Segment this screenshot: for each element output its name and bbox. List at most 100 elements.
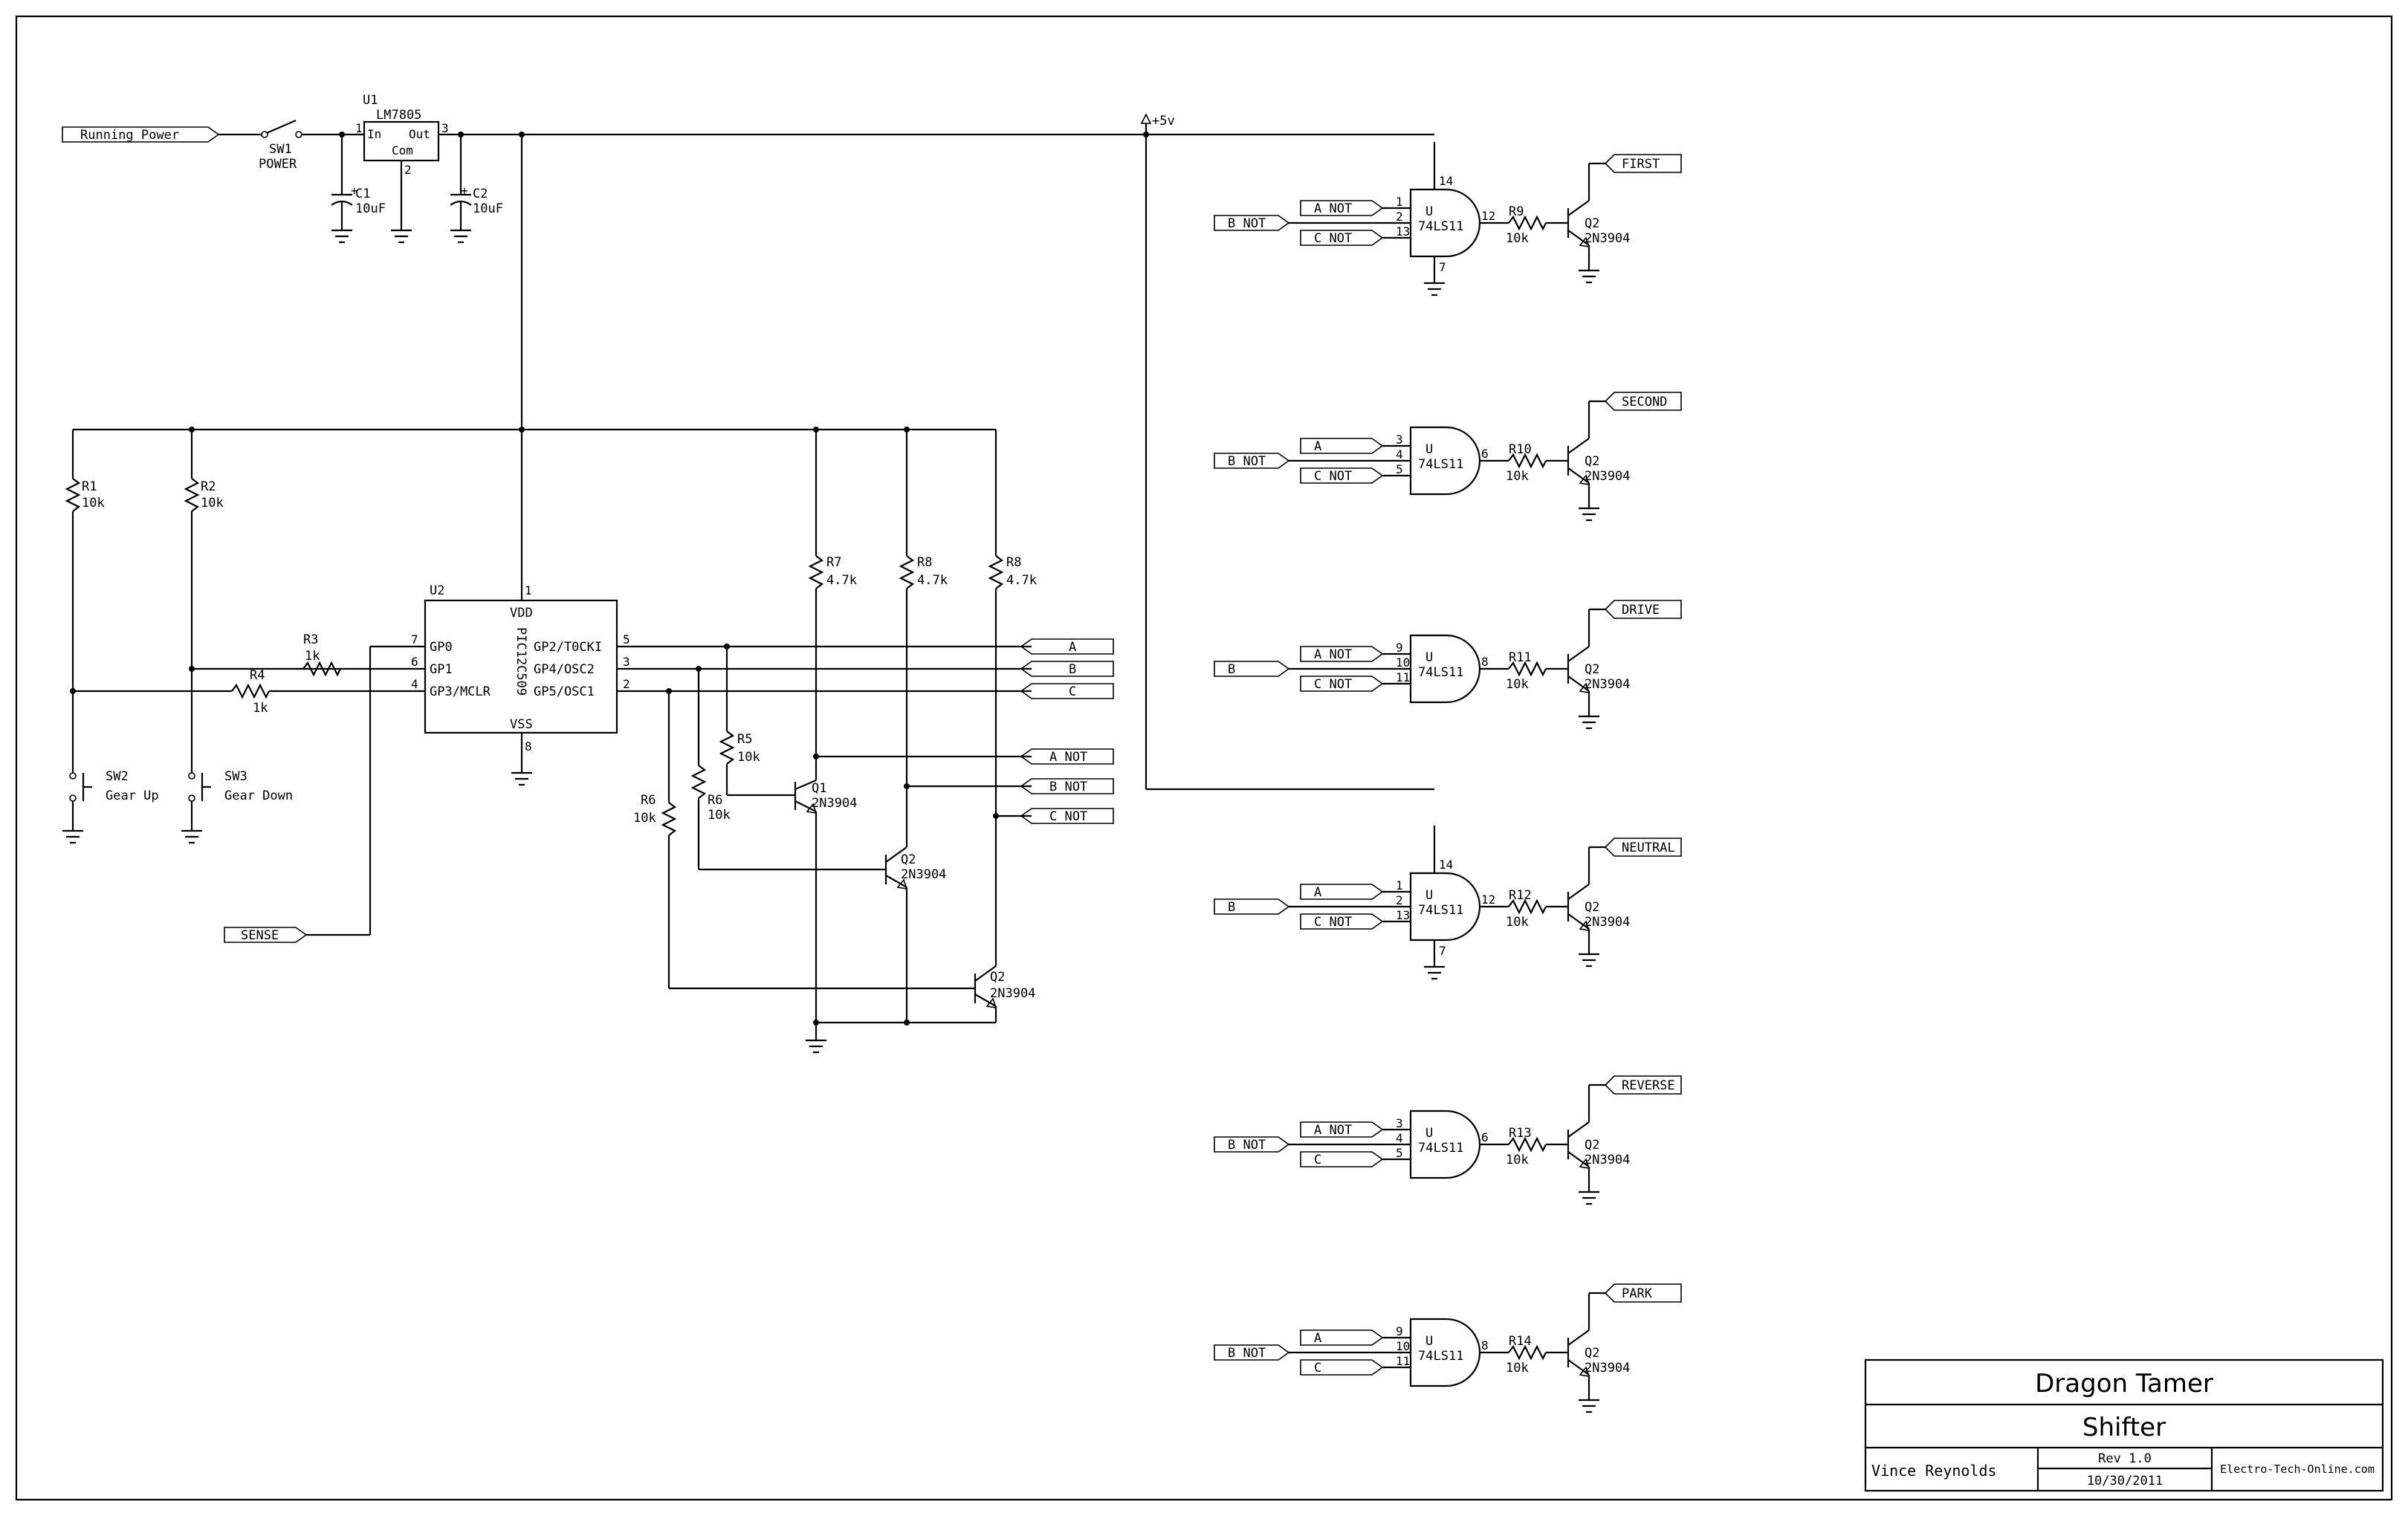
gate-input-label: A	[1314, 439, 1321, 454]
svg-text:3: 3	[441, 121, 449, 135]
revision-text: Rev 1.0	[2098, 1451, 2152, 1466]
output-label: REVERSE	[1622, 1078, 1675, 1093]
out-c: C	[1069, 684, 1076, 699]
power-supply: Running Power SW1 POWER + C1 10uF U1 LM7…	[62, 93, 1434, 791]
resistor-ref: R14	[1509, 1334, 1532, 1349]
and-gate-74ls11	[1409, 872, 1481, 942]
resistor-ref: R10	[1509, 442, 1532, 457]
resistor-ref: R11	[1509, 650, 1532, 665]
svg-text:R8: R8	[1006, 555, 1021, 570]
gate-out-pin: 12	[1481, 209, 1495, 223]
output-flag	[1604, 838, 1682, 857]
base-resistor	[1508, 898, 1547, 915]
svg-text:GP5/OSC1: GP5/OSC1	[534, 684, 595, 699]
svg-text:2N3904: 2N3904	[990, 986, 1035, 1001]
date-text: 10/30/2011	[2087, 1474, 2163, 1489]
svg-text:10k: 10k	[737, 750, 760, 765]
svg-text:GP1: GP1	[430, 662, 453, 677]
resistor-value: 10k	[1506, 1361, 1529, 1376]
svg-text:U1: U1	[363, 93, 378, 108]
gate-input-label: A	[1314, 1331, 1321, 1346]
gate-input-label: A	[1314, 885, 1321, 900]
gate-part: 74LS11	[1418, 219, 1463, 234]
gate-out-pin: 6	[1481, 447, 1489, 461]
sense-flag	[224, 927, 308, 943]
site-text: Electro-Tech-Online.com	[2220, 1462, 2375, 1476]
gate-pin-number: 13	[1396, 908, 1410, 922]
gate-part: 74LS11	[1418, 903, 1463, 918]
transistor-ref: Q2	[1585, 454, 1599, 469]
svg-text:6: 6	[411, 655, 418, 669]
gate-input-label: C NOT	[1314, 231, 1352, 246]
output-label: NEUTRAL	[1622, 840, 1675, 855]
r3-value: 1k	[305, 649, 320, 664]
and-gate-74ls11	[1409, 1318, 1481, 1387]
gate-pin-number: 9	[1396, 1324, 1403, 1338]
c2-value: 10uF	[473, 201, 503, 216]
gate-pin-number: 10	[1396, 1339, 1410, 1353]
gate-pin-number: 1	[1396, 195, 1403, 209]
gate-pin-number: 1	[1396, 878, 1403, 893]
gate-input-flag	[1300, 467, 1384, 484]
base-resistor	[1508, 453, 1547, 469]
inverter-stage: R7 4.7k R8 4.7k R8 4.7k R5 10k R6 10k	[633, 430, 1114, 1054]
gate-gnd-pin: 7	[1439, 944, 1446, 958]
gate-input-label: A NOT	[1314, 647, 1352, 662]
svg-text:R6: R6	[641, 793, 656, 808]
svg-text:In: In	[367, 127, 381, 141]
base-resistor	[1508, 215, 1547, 231]
gate-part: 74LS11	[1418, 1349, 1463, 1364]
gate-part: 74LS11	[1418, 1141, 1463, 1156]
svg-text:GP2/T0CKI: GP2/T0CKI	[534, 640, 602, 655]
svg-text:GP4/OSC2: GP4/OSC2	[534, 662, 595, 677]
and-gate-74ls11	[1409, 426, 1481, 496]
svg-text:+: +	[461, 184, 468, 198]
output-flag	[1604, 392, 1682, 411]
gate-pin-number: 13	[1396, 224, 1410, 239]
output-flag	[1604, 1075, 1682, 1095]
gate-input-label: C	[1314, 1153, 1321, 1167]
output-transistor	[1567, 884, 1590, 932]
output-transistor	[1567, 646, 1590, 694]
gate-input-flag	[1300, 1151, 1384, 1167]
svg-text:2N3904: 2N3904	[812, 796, 857, 811]
svg-text:Out: Out	[409, 127, 430, 141]
gate-pin-number: 4	[1396, 447, 1403, 461]
resistor-value: 10k	[1506, 1153, 1529, 1167]
gate-input-flag	[1300, 1329, 1384, 1346]
gate-input-label: C NOT	[1314, 469, 1352, 484]
transistor-part: 2N3904	[1585, 677, 1630, 692]
gate-vcc-pin: 14	[1439, 174, 1453, 188]
svg-text:Q1: Q1	[812, 781, 826, 796]
out-a: A	[1069, 640, 1076, 655]
gate-part: 74LS11	[1418, 457, 1463, 472]
subtitle-text: Shifter	[2082, 1413, 2166, 1442]
svg-text:+: +	[351, 184, 358, 198]
svg-text:4: 4	[411, 677, 418, 691]
gate-pin-number: 3	[1396, 1116, 1403, 1130]
svg-text:Q2: Q2	[901, 852, 916, 867]
base-resistor	[1508, 1344, 1547, 1361]
out-b: B	[1069, 662, 1076, 677]
svg-text:2N3904: 2N3904	[901, 867, 946, 882]
output-label: PARK	[1622, 1286, 1653, 1301]
transistor-part: 2N3904	[1585, 915, 1630, 930]
gate-ref: U	[1425, 1334, 1433, 1349]
transistor-part: 2N3904	[1585, 1361, 1630, 1376]
mcu-pic12c509: U2 1 VDD VSS 8 PIC12C509 7 GP0 6 GP1 4 G…	[411, 583, 1032, 786]
r1-ref: R1	[82, 479, 97, 494]
ext-input-label: B NOT	[1228, 1346, 1266, 1361]
svg-text:1: 1	[355, 121, 363, 135]
svg-text:4.7k: 4.7k	[917, 573, 948, 588]
resistor-value: 10k	[1506, 231, 1529, 246]
ext-input-flag	[1214, 1136, 1290, 1153]
ext-input-flag	[1214, 898, 1290, 915]
transistor-part: 2N3904	[1585, 231, 1630, 246]
decoder-neutral: BAC NOT1213U74LS1112147R1210kQ22N3904NEU…	[1214, 826, 1682, 980]
svg-text:8: 8	[525, 739, 532, 754]
gate-input-label: C NOT	[1314, 915, 1352, 930]
